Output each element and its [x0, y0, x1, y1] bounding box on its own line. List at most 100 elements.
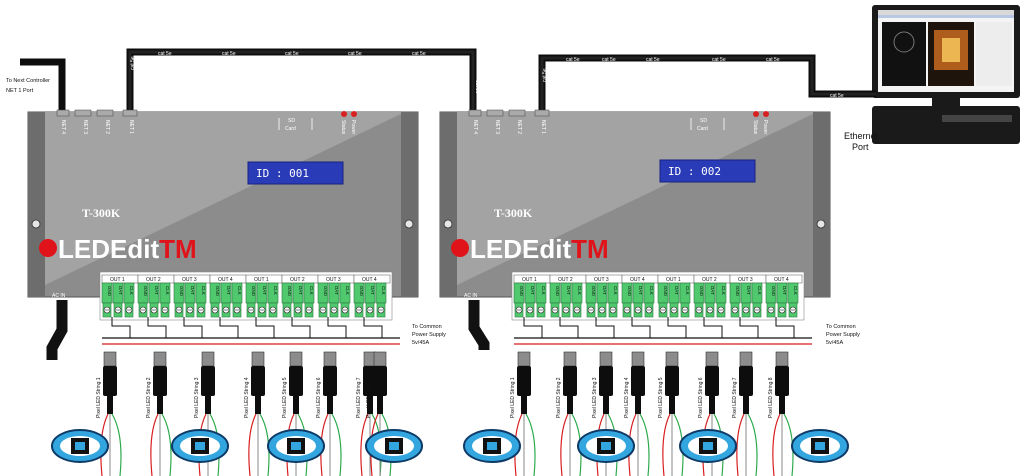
pin-label: DAT [334, 286, 339, 295]
pin-label: DAT [154, 286, 159, 295]
pin-label: GND [179, 286, 184, 297]
sd-label: SD [288, 118, 295, 124]
output-label: OUT 2 [702, 277, 717, 283]
pin-label: DAT [602, 286, 607, 295]
port-label: NET 1 [540, 120, 546, 134]
brand-text: LEDEdit [470, 234, 571, 264]
pin-label: GND [215, 286, 220, 297]
pixel-string: Pixel LED String 1 [510, 351, 536, 476]
power-supply-line2: Power Supply [412, 332, 446, 338]
output-label: OUT 3 [326, 277, 341, 283]
string-label: Pixel LED String 4 [624, 377, 630, 418]
sd-card-label: Card [697, 126, 708, 132]
output-label: OUT 3 [594, 277, 609, 283]
pixel-module [365, 429, 423, 463]
pin-label: CLK [273, 286, 278, 295]
output-label: OUT 1 [666, 277, 681, 283]
output-label: OUT 4 [774, 277, 789, 283]
port-label: NET 3 [82, 120, 88, 134]
sd-label: SD [700, 118, 707, 124]
pin-label: GND [555, 286, 560, 297]
pixel-module [577, 429, 635, 463]
pin-label: DAT [370, 286, 375, 295]
ledit-logo: LEDEditTM [39, 234, 197, 264]
port-label: NET 4 [472, 120, 478, 134]
string-label: Pixel LED String 2 [146, 377, 152, 418]
power-supply-line3: 5v/45A [412, 340, 429, 346]
pixel-string: Pixel LED String 7 [732, 351, 758, 476]
ethernet-port-line2: Port [852, 142, 869, 152]
pin-label: DAT [118, 286, 123, 295]
pin-label: DAT [298, 286, 303, 295]
pixel-module [171, 429, 229, 463]
pixel-module [51, 429, 109, 463]
cable-label: cat 5e [566, 57, 580, 63]
lcd-id: ID : 001 [256, 167, 309, 180]
svg-text:LEDEditTM: LEDEditTM [58, 234, 197, 264]
power-supply-line3: 5v/45A [826, 340, 843, 346]
output-label: OUT 4 [218, 277, 233, 283]
pin-label: DAT [782, 286, 787, 295]
svg-text:LEDEditTM: LEDEditTM [470, 234, 609, 264]
pin-label: DAT [530, 286, 535, 295]
power-supply-line2: Power Supply [826, 332, 860, 338]
pixel-string: Pixel LED String 5 [282, 351, 308, 476]
cable-label: cat 5e [158, 51, 172, 57]
lcd-id: ID : 002 [668, 165, 721, 178]
pin-label: DAT [674, 286, 679, 295]
pin-label: GND [323, 286, 328, 297]
output-label: OUT 1 [254, 277, 269, 283]
pin-label: GND [627, 286, 632, 297]
pin-label: GND [771, 286, 776, 297]
cable-label: cat 5e [412, 51, 426, 57]
output-label: OUT 2 [558, 277, 573, 283]
pin-label: CLK [165, 286, 170, 295]
pixel-strings: Pixel LED String 1 Pixel LED String 2 Pixe… [51, 351, 849, 476]
cable-label: cat 5e [646, 57, 660, 63]
output-group: OUT 4 GND DAT CLK [209, 274, 247, 318]
output-label: OUT 1 [522, 277, 537, 283]
pin-label: DAT [746, 286, 751, 295]
sd-card-label: Card [285, 126, 296, 132]
pixel-string: Pixel LED String 4 [624, 351, 650, 476]
pin-label: GND [699, 286, 704, 297]
pixel-module [267, 429, 325, 463]
pixel-string: Pixel LED String 5 [658, 351, 684, 476]
pin-label: CLK [201, 286, 206, 295]
pin-label: DAT [226, 286, 231, 295]
pin-label: GND [251, 286, 256, 297]
pixel-string: Pixel LED String 8 [366, 351, 392, 476]
string-label: Pixel LED String 8 [768, 377, 774, 418]
output-label: OUT 4 [362, 277, 377, 283]
pin-label: DAT [566, 286, 571, 295]
string-label: Pixel LED String 1 [510, 377, 516, 418]
string-label: Pixel LED String 5 [282, 377, 288, 418]
computer-monitor [872, 5, 1020, 144]
string-label: Pixel LED String 6 [698, 377, 704, 418]
string-label: Pixel LED String 7 [356, 377, 362, 418]
next-controller-line1: To Next Controller [6, 78, 50, 84]
brand-text: LEDEdit [58, 234, 159, 264]
string-label: Pixel LED String 3 [194, 377, 200, 418]
output-label: OUT 2 [146, 277, 161, 283]
model-label: T-300K [82, 206, 121, 220]
port-label: NET 1 [128, 120, 134, 134]
cable-label: cat 5e [348, 51, 362, 57]
pin-label: CLK [757, 286, 762, 295]
string-label: Pixel LED String 7 [732, 377, 738, 418]
pin-label: CLK [237, 286, 242, 295]
